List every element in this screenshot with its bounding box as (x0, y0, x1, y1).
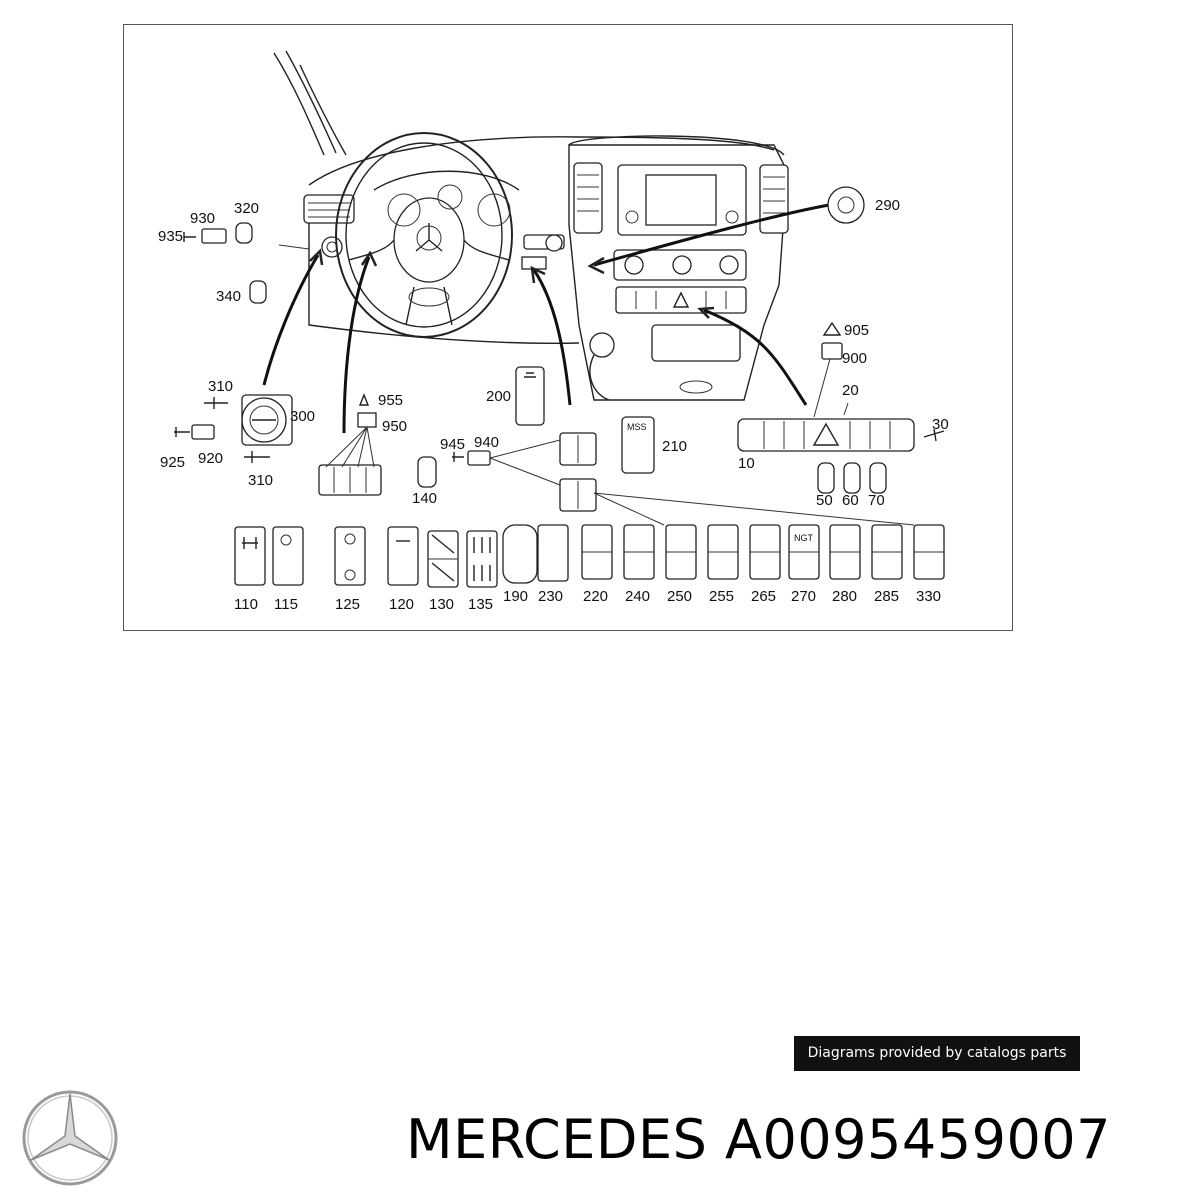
switch-label: 265 (751, 588, 776, 605)
part-930-connector (201, 228, 227, 244)
right-switch-parts (737, 186, 945, 494)
callout-945: 945 (440, 436, 465, 453)
callout-940: 940 (474, 434, 499, 451)
switch-230 (537, 524, 569, 582)
center-switch-parts: MSS (318, 366, 915, 526)
screw-310-a (204, 397, 228, 409)
switch-label: 230 (538, 588, 563, 605)
switch-label: 255 (709, 588, 734, 605)
callout-60: 60 (842, 492, 859, 509)
callout-925: 925 (160, 454, 185, 471)
switch-120 (387, 526, 419, 586)
switch-label: 240 (625, 588, 650, 605)
part-340-cap (249, 280, 267, 304)
switch-label: 330 (916, 588, 941, 605)
callout-200: 200 (486, 388, 511, 405)
switch-label: 120 (389, 596, 414, 613)
switch-115 (272, 526, 304, 586)
callout-920: 920 (198, 450, 223, 467)
switch-row: NGT (234, 524, 945, 588)
headlamp-switch-parts (174, 222, 293, 463)
part-320-cap (235, 222, 253, 244)
callout-70: 70 (868, 492, 885, 509)
callout-20: 20 (842, 382, 859, 399)
parts-diagram: MSS (123, 24, 1013, 631)
switch-label: 190 (503, 588, 528, 605)
callout-905: 905 (844, 322, 869, 339)
part-number-title: MERCEDES A0095459007 (406, 1108, 1112, 1171)
mss-switch-text: MSS (627, 422, 647, 432)
switch-label: 270 (791, 588, 816, 605)
part-900-connector (821, 342, 843, 360)
screw-310-b (244, 451, 270, 463)
part-50-cap (817, 462, 835, 494)
callout-labels: 320 930 935 340 290 905 900 20 30 10 50 … (158, 197, 949, 509)
callout-arrows (262, 203, 830, 434)
dashboard-illustration (273, 50, 789, 401)
mercedes-star-logo-icon (22, 1090, 118, 1186)
callout-10: 10 (738, 455, 755, 472)
switch-label: 110 (234, 596, 258, 613)
dashboard-switch-diagram: MSS (158, 50, 949, 613)
part-200-switch (515, 366, 545, 426)
switch-label: 220 (583, 588, 608, 605)
diagram-credit-banner: Diagrams provided by catalogs parts (794, 1036, 1080, 1071)
part-920-connector (191, 424, 215, 440)
callout-50: 50 (816, 492, 833, 509)
callout-950: 950 (382, 418, 407, 435)
switch-label: 250 (667, 588, 692, 605)
switch-label: 285 (874, 588, 899, 605)
callout-935: 935 (158, 228, 183, 245)
callout-30: 30 (932, 416, 949, 433)
switch-label: 115 (274, 596, 298, 613)
callout-320: 320 (234, 200, 259, 217)
part-70-cap (869, 462, 887, 494)
switch-row-labels: 110 115 125 120 130 135 190 230 220 240 … (234, 588, 941, 613)
callout-300: 300 (290, 408, 315, 425)
part-210-switch (621, 416, 655, 474)
callout-290: 290 (875, 197, 900, 214)
switch-label: 125 (335, 596, 360, 613)
part-290-knob (827, 186, 865, 224)
part-140-cap (417, 456, 437, 488)
callout-900: 900 (842, 350, 867, 367)
ngt-switch-text: NGT (794, 533, 814, 543)
callout-955: 955 (378, 392, 403, 409)
part-940-connector (467, 450, 491, 466)
part-60-cap (843, 462, 861, 494)
callout-340: 340 (216, 288, 241, 305)
switch-label: 135 (468, 596, 493, 613)
switch-110 (234, 526, 266, 586)
callout-930: 930 (190, 210, 215, 227)
callout-310-b: 310 (248, 472, 273, 489)
switch-label: 130 (429, 596, 454, 613)
callout-140: 140 (412, 490, 437, 507)
callout-210: 210 (662, 438, 687, 455)
switch-190 (502, 524, 538, 584)
callout-310-a: 310 (208, 378, 233, 395)
switch-label: 280 (832, 588, 857, 605)
switch-125 (334, 526, 366, 586)
screw-30 (923, 428, 945, 442)
